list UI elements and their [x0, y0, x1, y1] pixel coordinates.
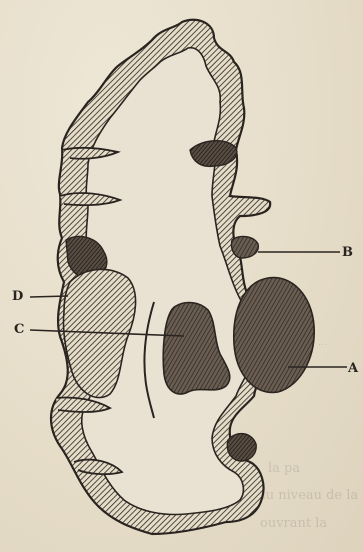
label-c: C	[14, 323, 24, 336]
leader-line-d	[30, 296, 68, 297]
region-a	[234, 278, 314, 393]
label-d: D	[12, 290, 23, 303]
dark-gyrus-hook	[227, 434, 256, 461]
label-b: B	[342, 246, 353, 259]
region-b	[231, 237, 258, 258]
label-a: A	[348, 362, 358, 375]
dark-gyrus-upper	[190, 141, 237, 167]
